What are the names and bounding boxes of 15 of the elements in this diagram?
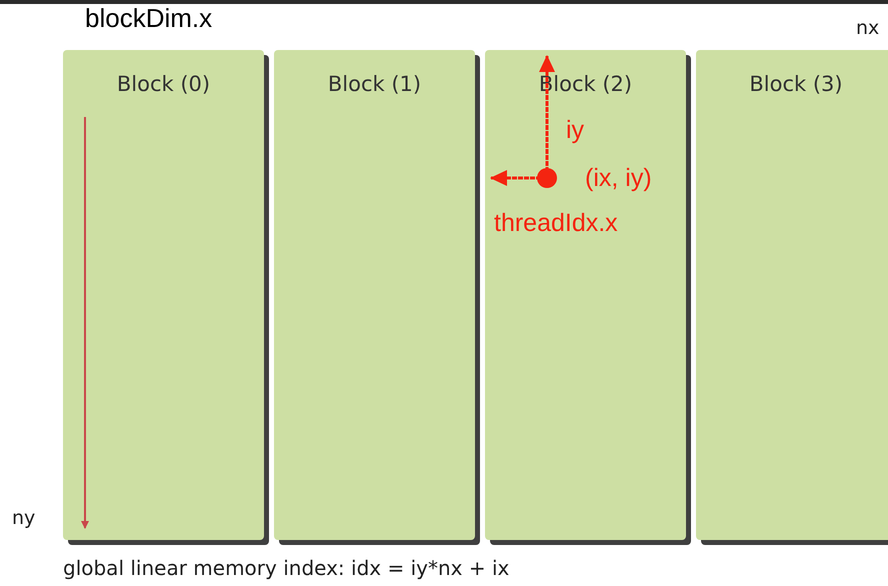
block-box: [63, 50, 264, 540]
coordinate-label: threadIdx.x: [494, 209, 618, 238]
coordinate-label: (ix, iy): [585, 164, 652, 193]
block-box: [274, 50, 475, 540]
block-box: [696, 50, 888, 540]
block-title: Block (2): [538, 72, 632, 98]
axis-label: blockDim.x: [85, 4, 212, 34]
block-box: [485, 50, 686, 540]
coordinate-label: iy: [566, 116, 584, 145]
formula-text: global linear memory index: idx = iy*nx + ix: [63, 557, 510, 580]
dimension-label: ny: [12, 508, 36, 530]
block-title: Block (0): [116, 72, 210, 98]
dimension-label: nx: [856, 18, 880, 40]
block-title: Block (3): [749, 72, 843, 98]
block-title: Block (1): [328, 72, 422, 98]
